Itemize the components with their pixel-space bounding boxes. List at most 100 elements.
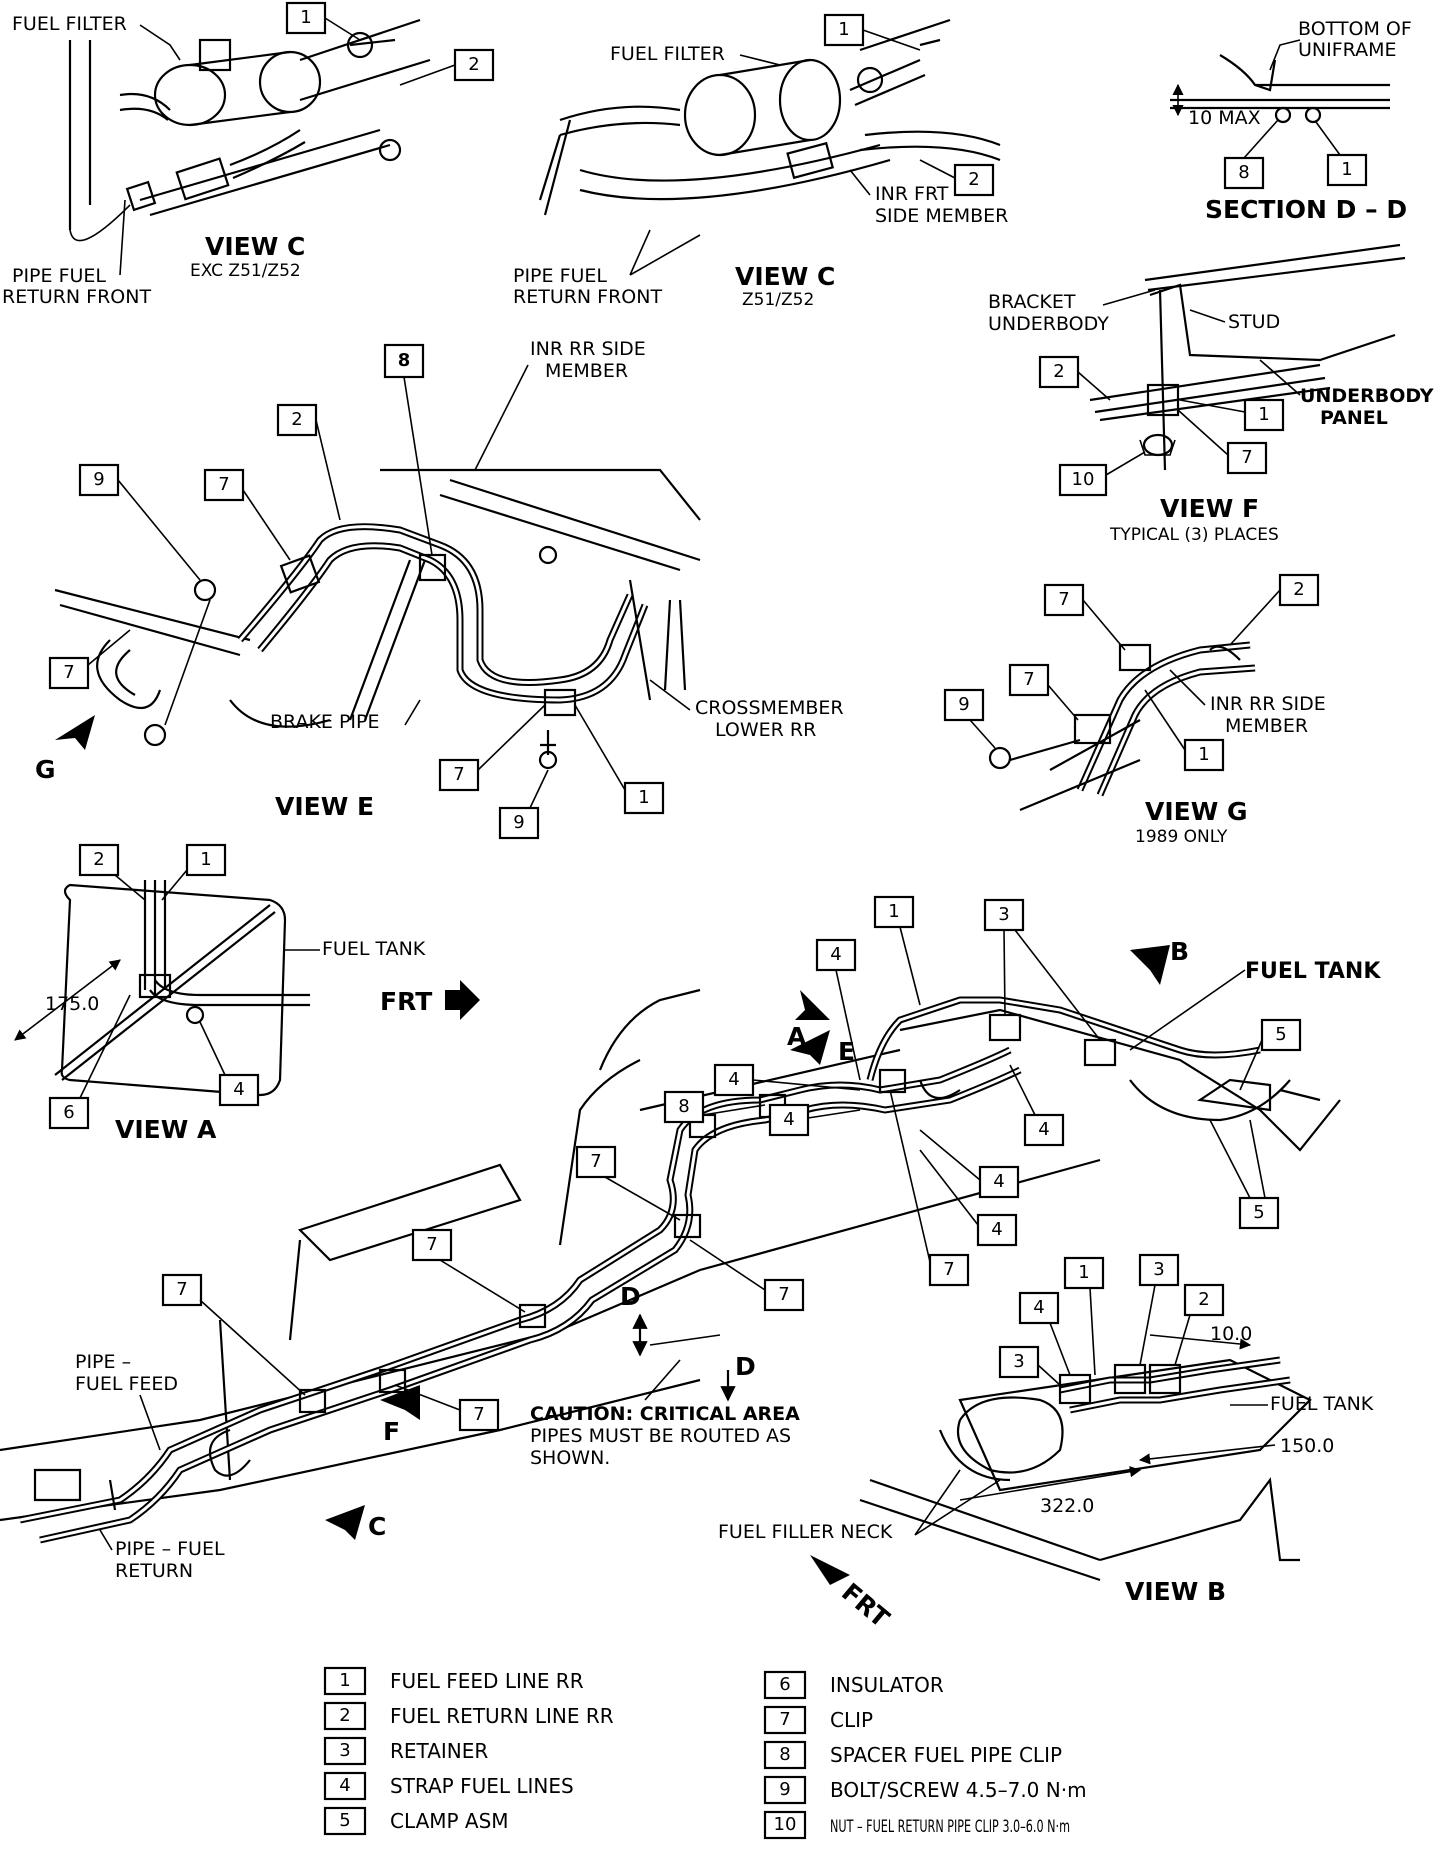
svg-text:6: 6: [779, 1674, 790, 1695]
view-c-exc-subtitle: EXC Z51/Z52: [190, 261, 301, 281]
label-150-0: 150.0: [1280, 1435, 1334, 1457]
callout-4: 4: [919, 1129, 1020, 1199]
label-member-g: MEMBER: [1225, 715, 1308, 737]
svg-text:7: 7: [426, 1234, 437, 1255]
callout-2: 2: [1229, 573, 1320, 646]
callout-2: 2: [919, 159, 995, 197]
callout-7: 7: [689, 1239, 805, 1312]
callout-4: 4: [815, 938, 861, 1081]
callout-2: 2: [399, 48, 495, 86]
label-frt: FRT: [380, 987, 432, 1016]
callout-8: 8: [1223, 119, 1279, 190]
callout-5: 5: [1209, 1119, 1280, 1230]
view-a: 175.0 FUEL TANK VIEW A 2 1 4 6: [14, 843, 426, 1144]
svg-text:1: 1: [1078, 1262, 1089, 1283]
svg-text:1: 1: [300, 7, 311, 28]
svg-text:3: 3: [998, 904, 1009, 925]
callout-10: 10: [1058, 451, 1146, 497]
callout-6: 6: [48, 994, 131, 1130]
svg-text:7: 7: [779, 1709, 790, 1730]
svg-text:1: 1: [888, 901, 899, 922]
label-lower-rr: LOWER RR: [715, 719, 816, 741]
view-c-exc-title: VIEW C: [205, 232, 305, 261]
label-d-1: D: [620, 1282, 641, 1311]
svg-text:8: 8: [678, 1096, 689, 1117]
svg-text:4: 4: [728, 1069, 739, 1090]
svg-text:9: 9: [958, 694, 969, 715]
svg-text:STRAP FUEL LINES: STRAP FUEL LINES: [390, 1774, 574, 1798]
label-10-0: 10.0: [1210, 1323, 1252, 1345]
label-322-0: 322.0: [1040, 1495, 1094, 1517]
callout-4: 4: [768, 1103, 861, 1137]
callout-2: 2: [1174, 1283, 1225, 1366]
callout-7: 7: [1043, 583, 1126, 651]
callout-2: 2: [1038, 355, 1111, 401]
svg-text:1: 1: [339, 1670, 350, 1691]
label-uniframe: UNIFRAME: [1298, 39, 1396, 61]
section-d-d: BOTTOM OF UNIFRAME 10 MAX SECTION D – D …: [1170, 18, 1412, 224]
callout-7: 7: [1008, 663, 1079, 721]
svg-text:9: 9: [779, 1779, 790, 1800]
label-175: 175.0: [45, 993, 99, 1015]
svg-text:7: 7: [176, 1279, 187, 1300]
callout-7: 7: [575, 1145, 681, 1221]
callout-1: 1: [161, 843, 227, 901]
view-a-title: VIEW A: [115, 1115, 217, 1144]
label-pipe-fuel: PIPE FUEL: [12, 265, 106, 287]
svg-text:6: 6: [63, 1102, 74, 1123]
view-f: BRACKET UNDERBODY STUD UNDERBODY PANEL V…: [988, 243, 1434, 545]
legend-text-10: NUT – FUEL RETURN PIPE CLIP 3.0–6.0 N·m: [830, 1817, 1070, 1837]
svg-text:7: 7: [1023, 669, 1034, 690]
svg-text:3: 3: [1013, 1351, 1024, 1372]
view-f-subtitle: TYPICAL (3) PLACES: [1109, 525, 1279, 545]
svg-text:7: 7: [218, 474, 229, 495]
callout-1: 1: [873, 895, 921, 1006]
view-c-z-title: VIEW C: [735, 262, 835, 291]
svg-text:7: 7: [453, 764, 464, 785]
svg-text:1: 1: [200, 849, 211, 870]
label-pipe-fuel-feed-2: FUEL FEED: [75, 1373, 178, 1395]
label-crossmember: CROSSMEMBER: [695, 697, 844, 719]
label-fuel-filter: FUEL FILTER: [12, 13, 127, 35]
svg-text:FUEL RETURN LINE RR: FUEL RETURN LINE RR: [390, 1704, 614, 1728]
label-return-front: RETURN FRONT: [2, 286, 151, 308]
callout-2: 2: [276, 403, 341, 521]
svg-text:8: 8: [1238, 162, 1249, 183]
view-arrow-g: G: [35, 755, 56, 784]
callout-4: 4: [713, 1063, 861, 1097]
svg-text:BOLT/SCREW 4.5–7.0 N·m: BOLT/SCREW 4.5–7.0 N·m: [830, 1778, 1087, 1802]
view-arrow-f: F: [383, 1417, 400, 1446]
svg-text:3: 3: [1153, 1259, 1164, 1280]
label-bracket: BRACKET: [988, 291, 1076, 313]
view-f-title: VIEW F: [1160, 494, 1259, 523]
caution-line-3: SHOWN.: [530, 1447, 610, 1469]
view-arrow-c: C: [368, 1512, 386, 1541]
svg-text:1: 1: [1258, 404, 1269, 425]
svg-text:7: 7: [63, 662, 74, 683]
svg-text:7: 7: [473, 1404, 484, 1425]
label-underbody: UNDERBODY: [988, 313, 1109, 335]
callout-9: 9: [78, 463, 201, 581]
label-fuel-filler-neck: FUEL FILLER NECK: [718, 1521, 893, 1543]
callout-4: 4: [1009, 1064, 1065, 1147]
label-side-member: SIDE MEMBER: [875, 205, 1008, 227]
svg-text:1: 1: [1198, 744, 1209, 765]
view-e: INR RR SIDE MEMBER BRAKE PIPE CROSSMEMBE…: [35, 338, 844, 840]
callout-4: 4: [199, 1021, 260, 1107]
callout-7: 7: [889, 1089, 970, 1287]
svg-text:7: 7: [778, 1284, 789, 1305]
svg-text:9: 9: [93, 469, 104, 490]
svg-text:5: 5: [1275, 1024, 1286, 1045]
view-c-exc: FUEL FILTER PIPE FUEL RETURN FRONT VIEW …: [2, 1, 495, 308]
svg-text:4: 4: [1033, 1297, 1044, 1318]
callout-7: 7: [161, 1273, 306, 1396]
callout-9: 9: [498, 769, 549, 840]
svg-text:2: 2: [968, 169, 979, 190]
callout-8: 8: [663, 1090, 766, 1124]
